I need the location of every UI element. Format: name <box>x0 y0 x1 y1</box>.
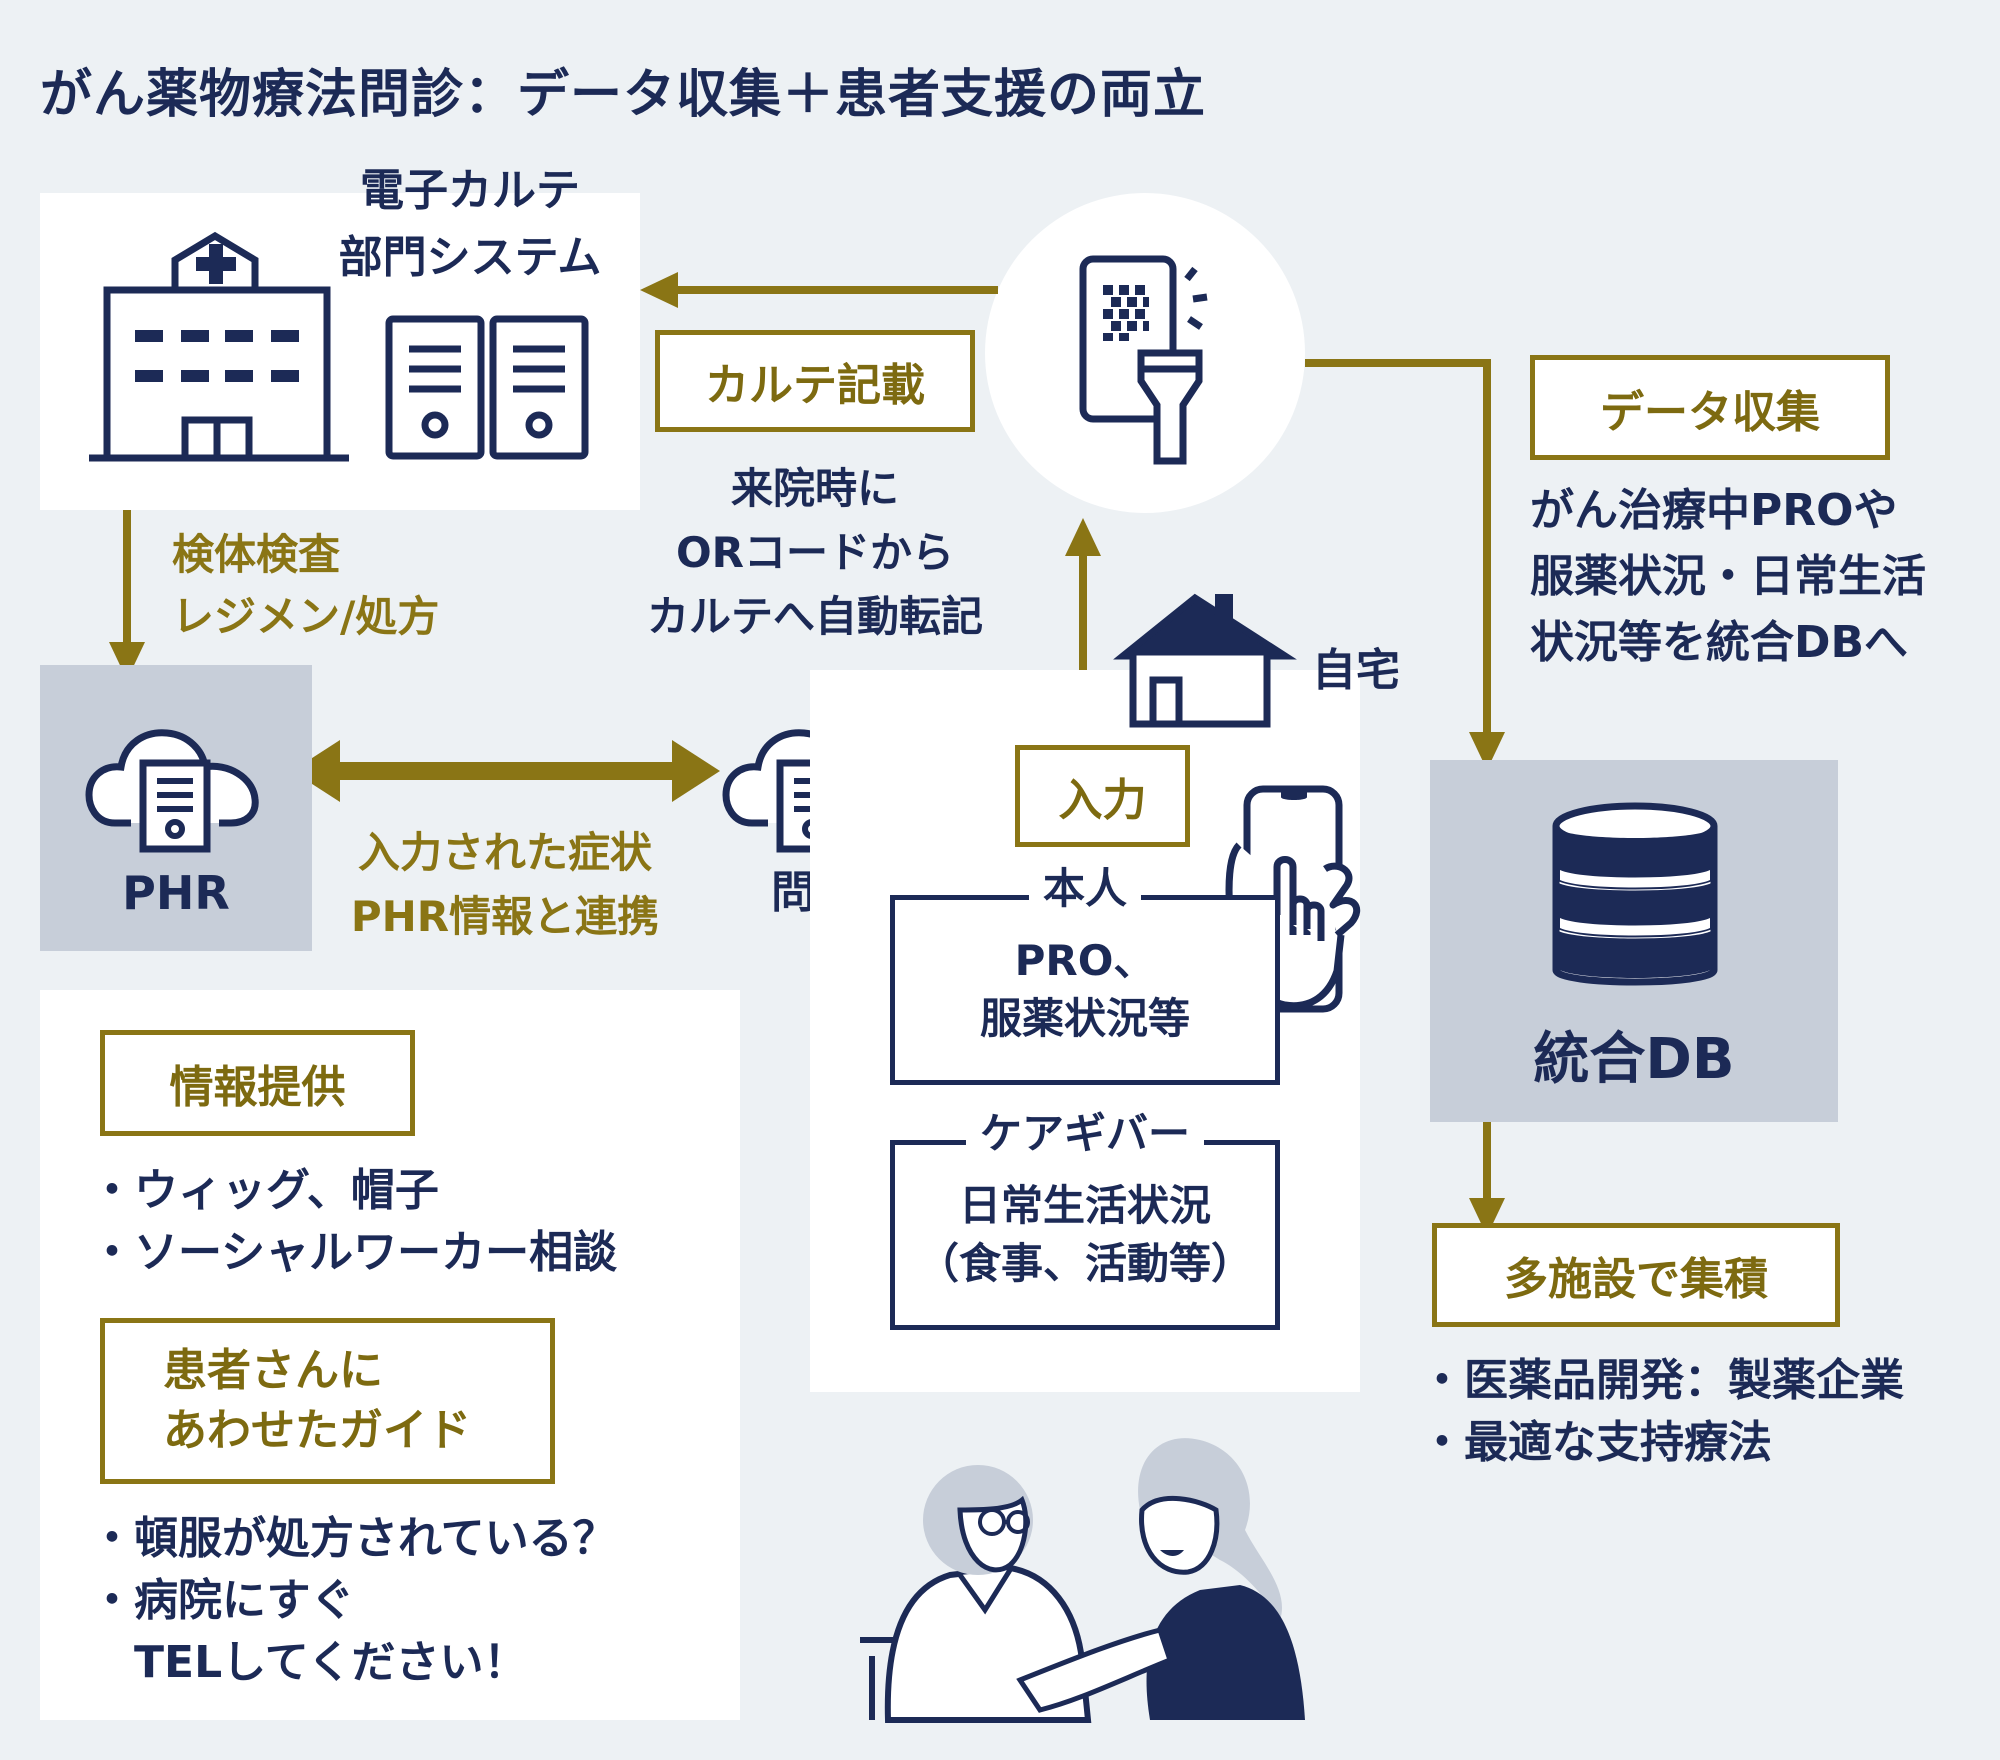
regimen-prescription-label: レジメン/処方 <box>172 592 440 641</box>
integrated-db-label: 統合DB <box>1533 1027 1735 1092</box>
multi-facility-tag: 多施設で集積 <box>1432 1223 1840 1327</box>
caregiver-box: ケアギバー 日常生活状況 （食事、活動等） <box>890 1105 1280 1330</box>
data-collection-tag: データ収集 <box>1530 355 1890 460</box>
database-icon <box>1552 802 1718 986</box>
self-box: 本人 PRO、 服薬状況等 <box>890 860 1280 1085</box>
karte-desc-line-3: カルテへ自動転記 <box>646 592 983 641</box>
caregiver-box-line-1: 日常生活状況 <box>958 1181 1211 1230</box>
info-list: ・ウィッグ、帽子 ・ソーシャルワーカー相談 <box>90 1160 617 1284</box>
data-desc-line-2: 服薬状況・日常生活 <box>1530 551 1926 602</box>
qr-scanner-icon <box>1079 255 1208 465</box>
phr-link-line-1: 入力された症状 <box>357 828 652 877</box>
patient-guide-tag: 患者さんに あわせたガイド <box>100 1318 555 1484</box>
phr-link-line-2: PHR情報と連携 <box>350 892 660 941</box>
data-desc-line-1: がん治療中PROや <box>1530 485 1898 536</box>
guide-item-3: TELしてください！ <box>90 1637 528 1688</box>
info-provision-tag: 情報提供 <box>100 1030 415 1136</box>
specimen-test-label: 検体検査 <box>172 530 341 579</box>
house-icon <box>1113 593 1297 728</box>
self-box-line-2: 服薬状況等 <box>979 994 1190 1043</box>
guide-item-1: ・頓服が処方されている？ <box>90 1513 617 1564</box>
caregiver-box-label: ケアギバー <box>965 1105 1205 1163</box>
department-system-label: 部門システム <box>338 232 602 283</box>
patient-guide-line-2: あわせたガイド <box>163 1405 471 1456</box>
accumulate-item-2: ・最適な支持療法 <box>1420 1417 1772 1468</box>
accumulate-list: ・医薬品開発：製薬企業 ・最適な支持療法 <box>1420 1350 1904 1474</box>
home-label: 自宅 <box>1312 645 1400 696</box>
guide-item-2: ・病院にすぐ <box>90 1575 355 1626</box>
input-tag: 入力 <box>1015 745 1190 847</box>
data-desc-line-3: 状況等を統合DBへ <box>1530 617 1909 668</box>
info-item-1: ・ウィッグ、帽子 <box>90 1165 439 1216</box>
caregiver-box-line-2: （食事、活動等） <box>916 1239 1253 1288</box>
patient-guide-line-1: 患者さんに <box>163 1345 383 1396</box>
self-box-line-1: PRO、 <box>1014 936 1156 985</box>
info-item-2: ・ソーシャルワーカー相談 <box>90 1227 618 1278</box>
karte-entry-tag: カルテ記載 <box>655 330 975 432</box>
emr-label: 電子カルテ <box>360 165 580 216</box>
accumulate-item-1: ・医薬品開発：製薬企業 <box>1420 1355 1904 1406</box>
hospital-icon <box>89 231 349 462</box>
karte-desc-line-1: 来院時に <box>730 464 899 513</box>
page-title: がん薬物療法問診：データ収集＋患者支援の両立 <box>40 65 1207 125</box>
phr-label: PHR <box>122 866 230 920</box>
self-box-label: 本人 <box>1028 860 1142 918</box>
patient-caregiver-illustration <box>860 1438 1305 1723</box>
phr-cloud-server-icon <box>85 729 259 853</box>
karte-desc-line-2: ORコードから <box>675 528 955 577</box>
server-icon <box>385 315 589 460</box>
guide-list: ・頓服が処方されている？ ・病院にすぐ TELしてください！ <box>90 1508 617 1694</box>
